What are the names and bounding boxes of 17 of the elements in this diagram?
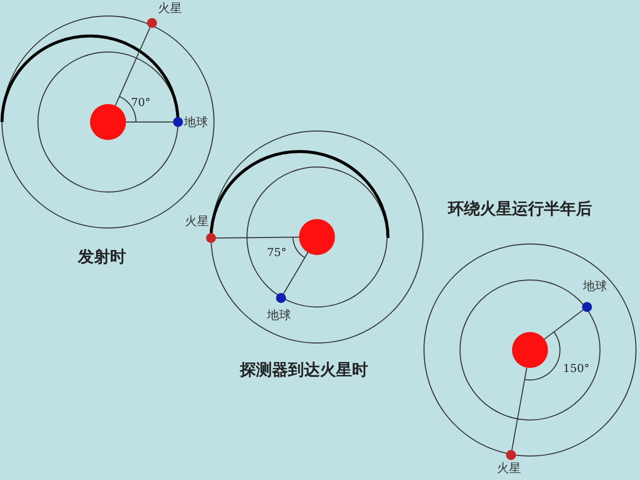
- planet-label: 火星: [185, 214, 209, 228]
- planet-label: 火星: [158, 1, 182, 15]
- radius-line: [216, 236, 300, 238]
- radius-line: [511, 367, 528, 451]
- radius-line: [283, 252, 308, 294]
- angle-label: 70°: [131, 96, 150, 109]
- angle-label: 150°: [563, 362, 590, 375]
- radius-line: [114, 27, 150, 106]
- planet-label: 火星: [497, 461, 521, 475]
- planet-label: 地球: [267, 308, 291, 322]
- planet-label: 地球: [184, 115, 208, 129]
- panel-title: 发射时: [78, 247, 126, 268]
- radius-line: [544, 310, 584, 340]
- planet-label: 地球: [583, 279, 607, 293]
- panel-title: 探测器到达火星时: [240, 360, 368, 381]
- panel-title: 环绕火星运行半年后: [448, 199, 592, 220]
- angle-label: 75°: [267, 246, 286, 259]
